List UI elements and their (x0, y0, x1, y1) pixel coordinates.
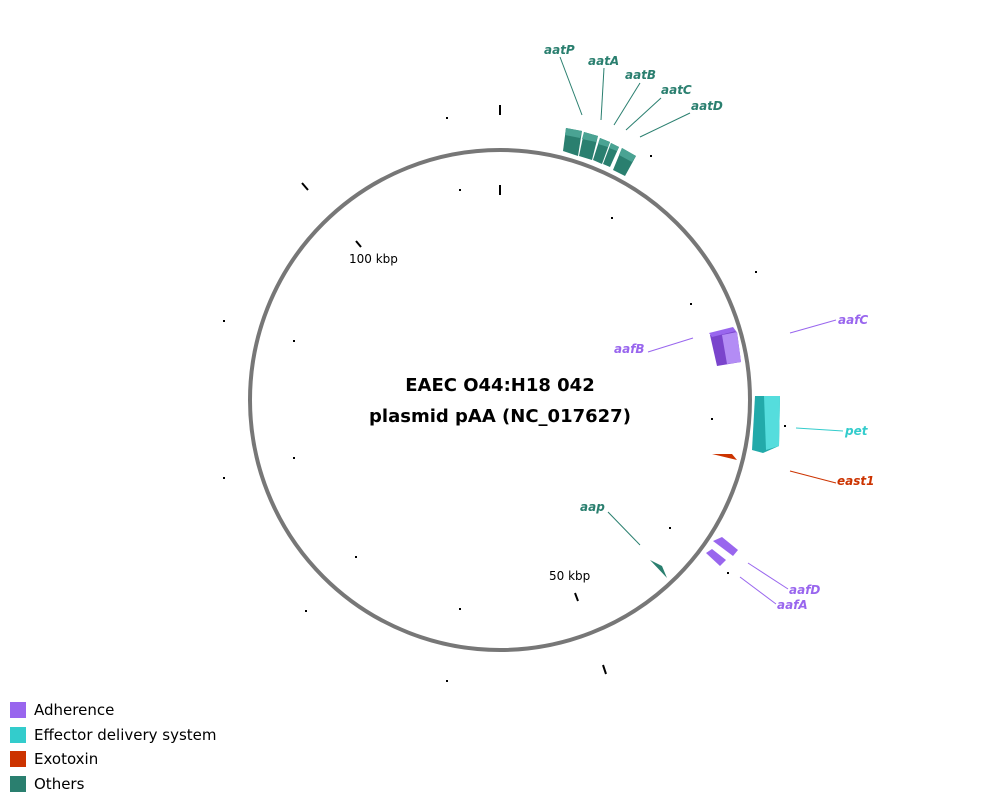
leader-line-aafD (747, 562, 789, 590)
tick-mark (301, 182, 309, 191)
leader-line-aatB (613, 82, 641, 126)
tick-dot (784, 425, 786, 427)
gene-feature-highlight (565, 128, 582, 138)
tick-dot (690, 303, 692, 305)
gene-feature-east1[interactable] (712, 454, 737, 460)
gene-feature-pet-highlight (764, 396, 780, 450)
legend-item-adherence: Adherence (10, 698, 217, 723)
legend-item-exotoxin: Exotoxin (10, 747, 217, 772)
tick-dot (669, 527, 671, 529)
leader-line-east1 (789, 470, 837, 484)
gene-feature-aafB[interactable] (709, 327, 741, 366)
leader-line-aafC (789, 319, 837, 334)
leader-line-aatA (600, 67, 605, 121)
gene-label-aap: aap (580, 500, 605, 514)
legend-swatch (10, 726, 26, 743)
gene-label-aatA: aatA (588, 54, 619, 68)
tick-dot (446, 117, 448, 119)
legend-label: Adherence (34, 701, 115, 720)
leader-lines (559, 56, 844, 605)
gene-label-aafC: aafC (838, 313, 868, 327)
tick-dot (223, 477, 225, 479)
legend-label: Exotoxin (34, 750, 99, 769)
tick-dot (711, 418, 713, 420)
gene-feature-aat-cluster[interactable] (563, 128, 636, 176)
gene-feature-aap[interactable] (650, 560, 667, 578)
tick-dot (727, 572, 729, 574)
tick-dot (611, 217, 613, 219)
gene-label-aafB: aafB (614, 342, 645, 356)
tick-dots (223, 117, 786, 682)
scale-label-100kbp: 100 kbp (349, 252, 398, 266)
tick-dot (223, 320, 225, 322)
gene-label-aatC: aatC (661, 83, 692, 97)
leader-line-aap (607, 511, 641, 546)
gene-label-pet: pet (844, 424, 869, 438)
leader-line-aatP (559, 56, 583, 116)
legend: Adherence Effector delivery system Exoto… (10, 698, 217, 796)
gene-label-east1: east1 (837, 474, 874, 488)
tick-mark (602, 664, 607, 675)
gene-feature-aafC-sliver (709, 327, 736, 337)
gene-label-aatD: aatD (691, 99, 723, 113)
tick-dot (355, 556, 357, 558)
legend-item-others: Others (10, 772, 217, 797)
leader-line-aafB (647, 337, 694, 353)
gene-feature-highlight (609, 143, 619, 151)
gene-label-aafA: aafA (777, 598, 808, 612)
legend-item-effector: Effector delivery system (10, 723, 217, 748)
plasmid-backbone (248, 148, 752, 652)
tick-mark (574, 592, 579, 602)
tick-dot (293, 340, 295, 342)
tick-dot (755, 271, 757, 273)
gene-label-aatB: aatB (625, 68, 656, 82)
leader-line-aatC (625, 97, 662, 131)
legend-swatch (10, 702, 26, 719)
tick-dot (446, 680, 448, 682)
map-title-line2: plasmid pAA (NC_017627) (369, 406, 631, 427)
leader-line-aatD (639, 112, 691, 138)
tick-dot (305, 610, 307, 612)
leader-line-pet (795, 427, 844, 432)
gene-feature-pet[interactable] (752, 396, 780, 453)
legend-swatch (10, 751, 26, 768)
tick-dot (459, 189, 461, 191)
legend-label: Others (34, 774, 85, 793)
tick-dot (293, 457, 295, 459)
legend-label: Effector delivery system (34, 725, 217, 744)
gene-feature-highlight (619, 148, 636, 162)
leader-line-aafA (739, 576, 777, 605)
tick-dot (459, 608, 461, 610)
gene-feature-aafA[interactable] (706, 549, 726, 566)
map-title-line1: EAEC O44:H18 042 (405, 375, 595, 396)
gene-labels: aatP aatA aatB aatC aatD aafC aafB pet e… (544, 43, 874, 612)
tick-mark (355, 240, 362, 248)
gene-label-aatP: aatP (544, 43, 575, 57)
gene-feature-aafB-highlight (722, 332, 741, 364)
gene-feature-highlight (598, 138, 610, 147)
gene-feature-highlight (582, 132, 598, 142)
tick-marks (301, 105, 607, 675)
tick-dot (650, 155, 652, 157)
scale-label-50kbp: 50 kbp (549, 569, 590, 583)
gene-label-aafD: aafD (789, 583, 820, 597)
gene-feature-aafD[interactable] (713, 537, 738, 556)
legend-swatch (10, 775, 26, 792)
